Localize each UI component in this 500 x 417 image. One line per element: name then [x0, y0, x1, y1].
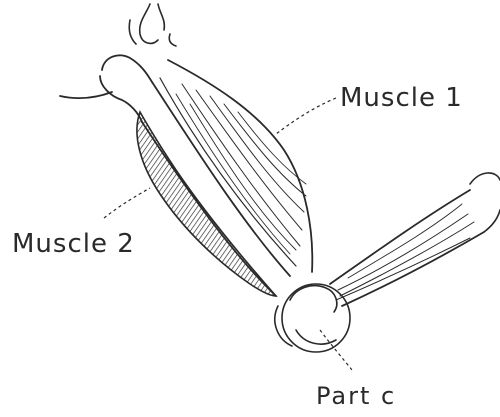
label-muscle-2: Muscle 2	[12, 229, 135, 259]
leader-muscle-2	[104, 188, 150, 218]
muscle-2-shape	[137, 112, 276, 296]
forearm	[330, 173, 500, 306]
muscle-1-shape	[160, 60, 312, 272]
label-muscle-1: Muscle 1	[340, 83, 463, 113]
label-part-c: Part c	[316, 382, 396, 410]
leader-part-c	[320, 330, 352, 370]
elbow-joint	[275, 284, 350, 352]
leader-muscle-1	[276, 98, 336, 134]
shoulder-bone-fragment	[129, 4, 176, 46]
